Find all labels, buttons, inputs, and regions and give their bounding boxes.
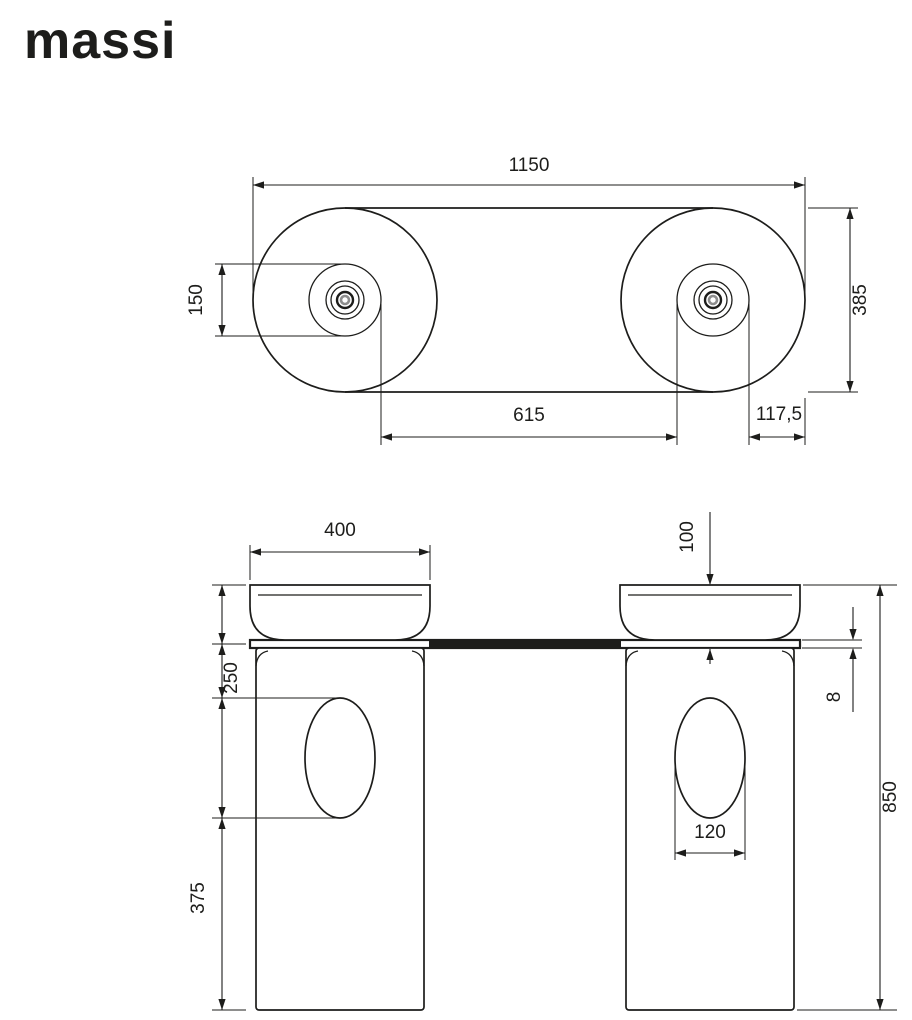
left-pedestal <box>255 647 425 1011</box>
dim-label-117-5: 117,5 <box>756 404 802 425</box>
dim-basin-width: 400 <box>249 520 431 580</box>
dim-slab-thickness: 8 <box>802 607 862 712</box>
left-drain-assembly <box>308 263 382 337</box>
dim-label-8: 8 <box>824 692 845 703</box>
right-basin-circle <box>620 207 806 393</box>
arrowhead-up <box>218 818 226 829</box>
arrowhead-up <box>218 644 226 655</box>
arrowhead-down <box>218 807 226 818</box>
dim-top-width: 1150 <box>252 155 806 296</box>
dim-hole-width: 120 <box>674 764 746 860</box>
left-drain-hole <box>335 290 355 310</box>
arrowhead-up <box>706 649 714 660</box>
arrowhead-right <box>794 433 805 441</box>
arrowhead-up <box>876 585 884 596</box>
dim-label-375: 375 <box>188 882 209 914</box>
left-towel-hole <box>304 697 376 819</box>
dim-edge-offset: 117,5 <box>748 304 806 445</box>
dim-total-height: 850 <box>797 584 901 1011</box>
arrowhead-down <box>218 633 226 644</box>
arrowhead-down <box>876 999 884 1010</box>
dim-label-385: 385 <box>850 284 871 316</box>
top-view-outline <box>252 207 806 393</box>
top-view: 1150 385 150 615 <box>186 155 871 445</box>
arrowhead-right <box>419 548 430 556</box>
arrowhead-right <box>666 433 677 441</box>
left-bowl <box>249 584 431 641</box>
dim-label-615: 615 <box>513 405 545 426</box>
right-pedestal-fillet-right <box>781 650 795 667</box>
dim-bowl-depth: 100 <box>677 512 714 664</box>
right-drain-ring-outer <box>676 263 750 337</box>
dim-label-120: 120 <box>694 822 726 843</box>
arrowhead-right <box>734 849 745 857</box>
right-bowl <box>619 584 801 641</box>
dim-label-1150: 1150 <box>509 155 550 176</box>
dim-top-depth: 385 <box>808 207 871 393</box>
brand-logo: massi <box>24 12 176 70</box>
right-bowl-outline <box>619 584 801 641</box>
arrowhead-down <box>218 687 226 698</box>
arrowhead-left <box>253 181 264 189</box>
right-towel-hole <box>674 697 746 819</box>
right-drain-hole <box>703 290 723 310</box>
arrowhead-up <box>846 208 854 219</box>
arrowhead-left <box>749 433 760 441</box>
arrowhead-down <box>218 999 226 1010</box>
dim-faucet-ring: 150 <box>186 263 347 337</box>
arrowhead-left <box>250 548 261 556</box>
arrowhead-down <box>706 574 714 585</box>
arrowhead-up <box>218 698 226 709</box>
right-drain-assembly <box>676 263 750 337</box>
left-pedestal-outline <box>255 647 425 1011</box>
front-view: 400 100 8 850 <box>188 512 901 1011</box>
arrowhead-up <box>849 648 857 659</box>
left-pedestal-fillet-right <box>411 650 425 667</box>
arrowhead-down <box>846 381 854 392</box>
arrowhead-up <box>218 264 226 275</box>
right-pedestal-outline <box>625 647 795 1011</box>
right-pedestal-fillet-left <box>625 650 639 667</box>
dim-label-250: 250 <box>221 662 242 694</box>
arrowhead-down <box>218 325 226 336</box>
arrowhead-down <box>849 629 857 640</box>
dim-label-400: 400 <box>324 520 356 541</box>
dim-span: 615 <box>380 304 678 445</box>
arrowhead-up <box>218 585 226 596</box>
right-pedestal <box>625 647 795 1011</box>
dim-label-850: 850 <box>880 781 901 813</box>
left-bowl-outline <box>249 584 431 641</box>
right-drain-ring-mid <box>693 280 733 320</box>
dim-label-100: 100 <box>677 521 698 553</box>
left-basin-circle <box>252 207 438 393</box>
arrowhead-left <box>675 849 686 857</box>
left-drain-ring-inner <box>330 285 360 315</box>
left-drain-ring-outer <box>308 263 382 337</box>
countertop-slab-center <box>429 640 621 648</box>
left-drain-center <box>339 294 351 306</box>
left-drain-ring-mid <box>325 280 365 320</box>
dim-left-chain: 250 375 <box>188 584 338 1011</box>
right-drain-ring-inner <box>698 285 728 315</box>
right-drain-center <box>707 294 719 306</box>
arrowhead-right <box>794 181 805 189</box>
left-pedestal-fillet-left <box>255 650 269 667</box>
arrowhead-left <box>381 433 392 441</box>
dim-label-150: 150 <box>186 284 207 316</box>
